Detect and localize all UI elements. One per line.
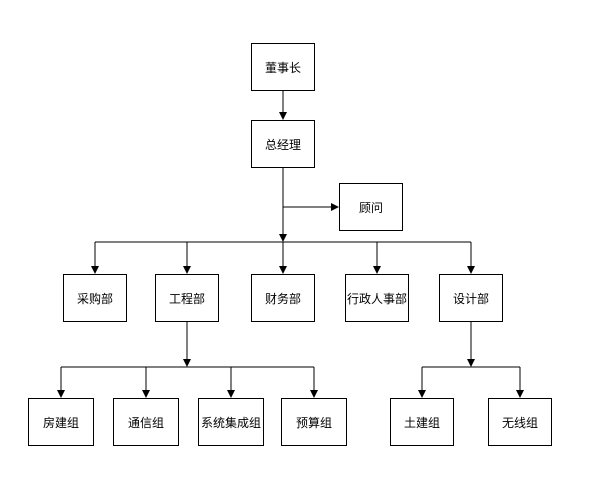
node-dept-engineering: 工程部 xyxy=(155,274,219,322)
node-dept-finance: 财务部 xyxy=(251,274,315,322)
node-dept-procurement: 采购部 xyxy=(63,274,127,322)
node-group-housing: 房建组 xyxy=(28,398,94,446)
node-group-civil: 土建组 xyxy=(390,398,454,446)
node-advisor: 顾问 xyxy=(339,183,403,231)
node-dept-admin-hr: 行政人事部 xyxy=(345,274,409,322)
node-group-system-integration: 系统集成组 xyxy=(198,398,264,446)
node-chairman: 董事长 xyxy=(251,43,315,91)
node-group-budget: 预算组 xyxy=(281,398,347,446)
node-group-wireless: 无线组 xyxy=(488,398,552,446)
node-group-communication: 通信组 xyxy=(113,398,179,446)
node-dept-design: 设计部 xyxy=(439,274,503,322)
node-general-manager: 总经理 xyxy=(251,120,315,168)
